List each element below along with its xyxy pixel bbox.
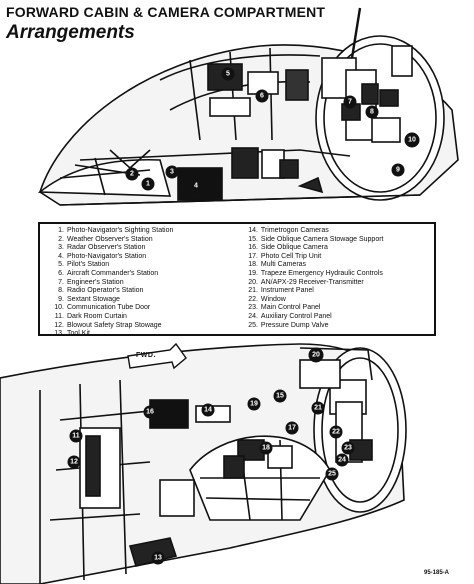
- callout-18: 18: [259, 441, 273, 455]
- callout-4: 4: [189, 179, 203, 193]
- svg-text:3: 3: [170, 169, 174, 176]
- callout-16: 16: [143, 405, 157, 419]
- svg-text:20: 20: [312, 352, 320, 359]
- upper-cabin-view: [37, 7, 459, 206]
- callout-6: 6: [255, 89, 269, 103]
- legend-item: 20.AN/APX-29 Receiver-Transmitter: [248, 278, 364, 286]
- svg-text:22: 22: [332, 429, 340, 436]
- lower-callouts: 20 16 14 15 19 18 17 21 22 23 24 25 11 1…: [67, 347, 355, 565]
- legend-column-right: 14.Trimetrogon Cameras 15.Side Oblique C…: [242, 227, 428, 334]
- legend-item: 18.Multi Cameras: [248, 261, 307, 269]
- callout-17: 17: [285, 421, 299, 435]
- svg-text:7: 7: [348, 99, 352, 106]
- legend-item: 17.Photo Cell Trip Unit: [248, 252, 322, 260]
- callout-19: 19: [247, 397, 261, 411]
- svg-text:5: 5: [226, 71, 230, 78]
- svg-text:10: 10: [408, 137, 416, 144]
- callout-2: 2: [125, 167, 139, 181]
- svg-text:24: 24: [338, 457, 346, 464]
- diagram-title: FORWARD CABIN & CAMERA COMPARTMENT: [6, 4, 326, 20]
- callout-23: 23: [341, 441, 355, 455]
- svg-text:21: 21: [314, 405, 322, 412]
- svg-text:4: 4: [194, 183, 198, 190]
- callout-1: 1: [141, 177, 155, 191]
- legend-item: 8.Radio Operator's Station: [58, 287, 144, 295]
- callout-24: 24: [335, 453, 349, 467]
- callout-21: 21: [311, 401, 325, 415]
- legend-item: 24.Auxiliary Control Panel: [248, 312, 332, 320]
- legend-item: 16.Side Oblique Camera: [248, 244, 328, 252]
- legend-box: 1.Photo-Navigator's Sighting Station 2.W…: [38, 222, 436, 337]
- callout-8: 8: [365, 105, 379, 119]
- legend-item: 12.Blowout Safety Strap Stowage: [54, 321, 162, 329]
- callout-3: 3: [165, 165, 179, 179]
- legend-item: 11.Dark Room Curtain: [54, 312, 127, 320]
- callout-7: 7: [343, 95, 357, 109]
- legend-item: 7.Engineer's Station: [58, 278, 124, 286]
- legend-column-left: 1.Photo-Navigator's Sighting Station 2.W…: [48, 227, 242, 337]
- forward-arrow-icon: [127, 342, 187, 370]
- svg-text:12: 12: [70, 459, 78, 466]
- svg-text:16: 16: [146, 409, 154, 416]
- legend-item: 1.Photo-Navigator's Sighting Station: [58, 227, 174, 234]
- legend-item: 9.Sextant Stowage: [58, 295, 120, 303]
- legend-item: 19.Trapeze Emergency Hydraulic Controls: [248, 269, 383, 277]
- callout-25: 25: [325, 467, 339, 481]
- forward-marker-label: FWD.: [136, 352, 156, 359]
- callout-5: 5: [221, 67, 235, 81]
- svg-text:11: 11: [72, 433, 80, 440]
- legend-item: 15.Side Oblique Camera Stowage Support: [248, 235, 384, 243]
- svg-text:13: 13: [154, 555, 162, 562]
- svg-text:23: 23: [344, 445, 352, 452]
- legend-item: 5.Pilot's Station: [58, 261, 110, 269]
- svg-text:15: 15: [276, 393, 284, 400]
- svg-text:2: 2: [130, 171, 134, 178]
- callout-14: 14: [201, 403, 215, 417]
- legend-item: 2.Weather Observer's Station: [58, 235, 153, 243]
- callout-22: 22: [329, 425, 343, 439]
- legend-item: 6.Aircraft Commander's Station: [58, 269, 159, 277]
- callout-11: 11: [69, 429, 83, 443]
- callout-13: 13: [151, 551, 165, 565]
- svg-text:19: 19: [250, 401, 258, 408]
- callout-15: 15: [273, 389, 287, 403]
- legend-item: 21.Instrument Panel: [248, 287, 314, 295]
- svg-text:9: 9: [396, 167, 400, 174]
- svg-text:17: 17: [288, 425, 296, 432]
- legend-item: 23.Main Control Panel: [248, 304, 321, 312]
- callout-9: 9: [391, 163, 405, 177]
- svg-text:8: 8: [370, 109, 374, 116]
- callout-20: 20: [308, 347, 324, 363]
- legend-item: 4.Photo-Navigator's Station: [58, 252, 147, 260]
- legend-item: 22.Window: [248, 295, 286, 303]
- legend-item: 10.Communication Tube Door: [54, 304, 151, 312]
- diagram-subtitle: Arrangements: [6, 22, 135, 43]
- svg-text:6: 6: [260, 93, 264, 100]
- legend-item: 13.Tool Kit: [54, 330, 90, 338]
- figure-id: 95-185-A: [424, 570, 450, 576]
- legend-item: 3.Radar Observer's Station: [58, 244, 146, 252]
- svg-text:25: 25: [328, 471, 336, 478]
- legend-item: 14.Trimetrogon Cameras: [248, 227, 329, 234]
- svg-text:18: 18: [262, 445, 270, 452]
- svg-text:1: 1: [146, 181, 150, 188]
- callout-10: 10: [404, 132, 420, 148]
- callout-12: 12: [67, 455, 81, 469]
- upper-callouts: 5 6 7 8 9 10 1 2 3 4: [125, 67, 420, 193]
- svg-text:14: 14: [204, 407, 212, 414]
- legend-item: 25.Pressure Dump Valve: [248, 321, 329, 329]
